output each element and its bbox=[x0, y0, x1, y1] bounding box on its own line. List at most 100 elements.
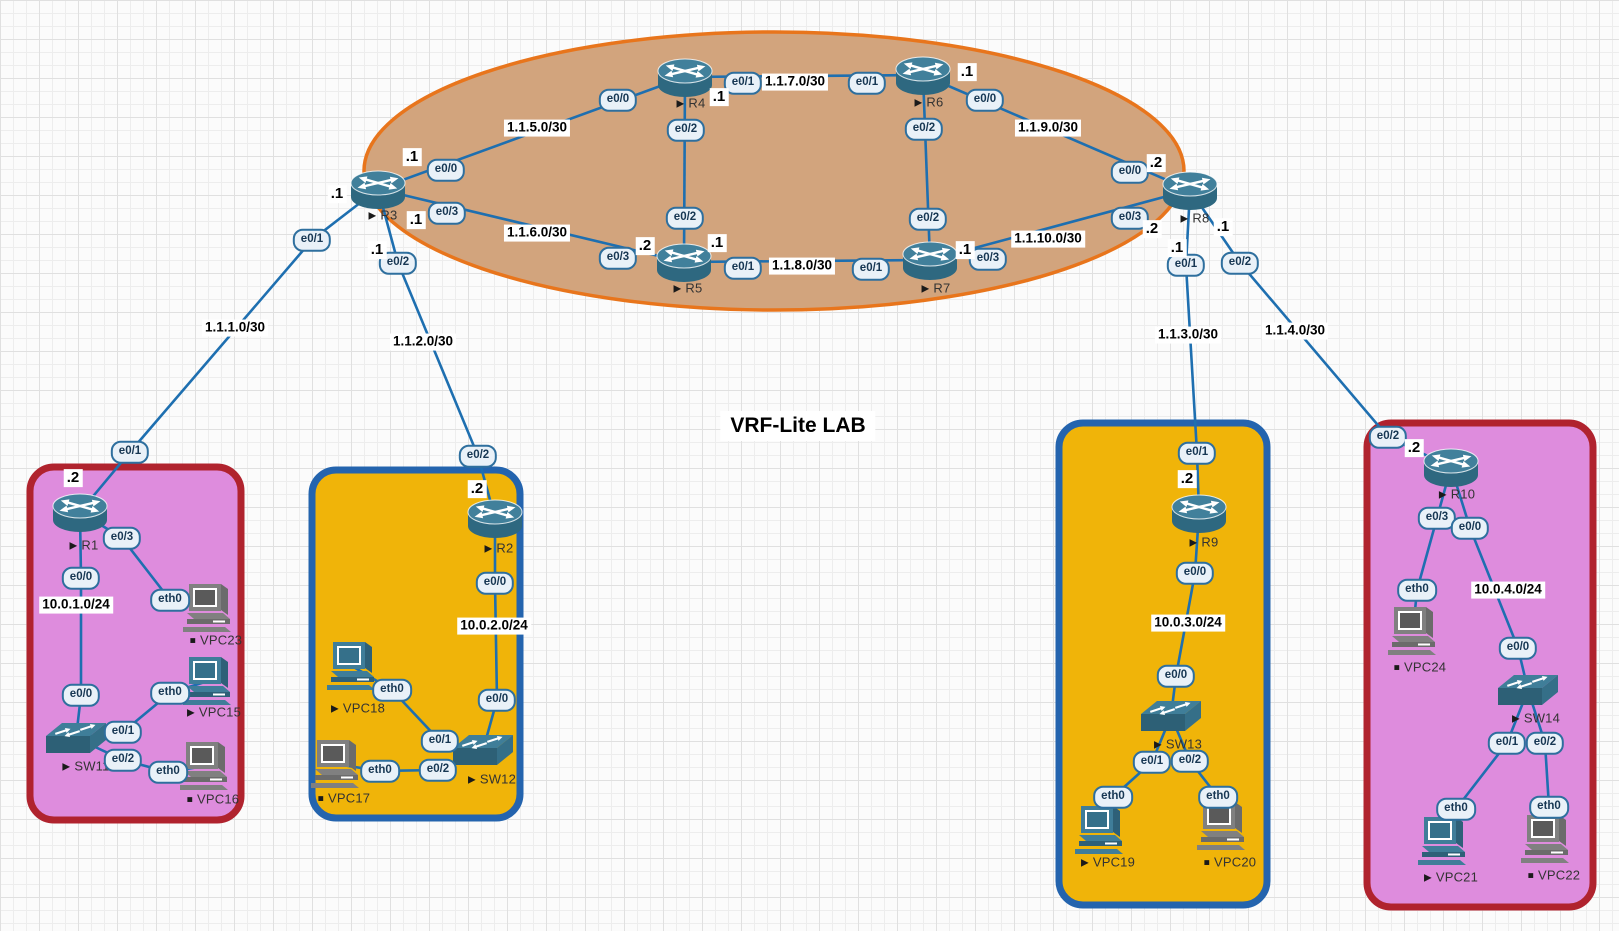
router-r1-icon[interactable] bbox=[51, 489, 109, 535]
interface-pill-e0-0: e0/0 bbox=[477, 688, 517, 712]
pc-vpc17-icon[interactable] bbox=[309, 738, 363, 790]
running-status-icon: ▶ bbox=[484, 543, 493, 555]
interface-pill-eth0: eth0 bbox=[150, 588, 190, 612]
device-label-vpc16: ■VPC16 bbox=[187, 792, 239, 807]
network-label: 10.0.4.0/24 bbox=[1471, 581, 1545, 599]
switch-sw13-icon[interactable] bbox=[1139, 697, 1203, 735]
router-r7-icon[interactable] bbox=[901, 237, 959, 283]
pc-vpc21-icon[interactable] bbox=[1416, 815, 1470, 867]
router-r5-icon[interactable] bbox=[655, 239, 713, 285]
pc-vpc19-icon[interactable] bbox=[1073, 804, 1127, 856]
device-name-text: VPC20 bbox=[1214, 854, 1257, 870]
interface-pill-e0-3: e0/3 bbox=[968, 247, 1008, 271]
device-name-text: SW13 bbox=[1165, 736, 1203, 752]
link-R2-SW12[interactable] bbox=[481, 518, 499, 751]
device-name-text: SW14 bbox=[1523, 710, 1561, 726]
router-r10-icon[interactable] bbox=[1422, 444, 1480, 490]
device-label-vpc23: ■VPC23 bbox=[190, 633, 242, 648]
running-status-icon: ▶ bbox=[330, 703, 339, 715]
device-label-r3: ▶R3 bbox=[369, 208, 398, 223]
pc-vpc24-icon[interactable] bbox=[1386, 605, 1440, 657]
device-name-text: R5 bbox=[685, 280, 703, 296]
running-status-icon: ▶ bbox=[676, 98, 685, 110]
ip-octet-label: .2 bbox=[635, 237, 655, 255]
device-label-sw14: ▶SW14 bbox=[1512, 711, 1560, 726]
link-R3-R1[interactable] bbox=[79, 187, 379, 513]
ip-octet-label: .2 bbox=[467, 480, 487, 498]
interface-pill-e0-0: e0/0 bbox=[965, 88, 1005, 112]
ip-octet-label: .2 bbox=[1146, 154, 1166, 172]
device-label-vpc21: ▶VPC21 bbox=[1424, 870, 1478, 885]
network-label: 1.1.4.0/30 bbox=[1261, 322, 1329, 340]
ip-octet-label: .1 bbox=[406, 211, 426, 229]
device-label-r10: ▶R10 bbox=[1439, 487, 1475, 502]
running-status-icon: ▶ bbox=[1180, 213, 1189, 225]
device-label-r7: ▶R7 bbox=[922, 281, 951, 296]
interface-pill-e0-1: e0/1 bbox=[420, 729, 460, 753]
pc-vpc18-icon[interactable] bbox=[325, 640, 379, 692]
router-r9-icon[interactable] bbox=[1170, 490, 1228, 536]
running-status-icon: ▶ bbox=[914, 97, 923, 109]
router-r4-icon[interactable] bbox=[656, 54, 714, 100]
router-r2-icon[interactable] bbox=[466, 495, 524, 541]
link-R8-R9[interactable] bbox=[1184, 189, 1201, 514]
device-name-text: VPC17 bbox=[328, 790, 371, 806]
link-R3-R2[interactable] bbox=[376, 188, 497, 519]
interface-pill-e0-1: e0/1 bbox=[1177, 441, 1217, 465]
ip-octet-label: .2 bbox=[1404, 439, 1424, 457]
interface-pill-e0-1: e0/1 bbox=[292, 228, 332, 252]
interface-pill-eth0: eth0 bbox=[372, 678, 412, 702]
device-name-text: R3 bbox=[380, 207, 398, 223]
pc-vpc23-icon[interactable] bbox=[181, 582, 235, 634]
router-r6-icon[interactable] bbox=[894, 52, 952, 98]
interface-pill-e0-1: e0/1 bbox=[1132, 750, 1172, 774]
ip-octet-label: .1 bbox=[1167, 239, 1187, 257]
device-label-vpc19: ▶VPC19 bbox=[1081, 855, 1135, 870]
device-name-text: R4 bbox=[688, 95, 706, 111]
interface-pill-e0-1: e0/1 bbox=[103, 720, 143, 744]
device-name-text: VPC19 bbox=[1092, 854, 1136, 870]
running-status-icon: ▶ bbox=[1511, 713, 1520, 725]
link-R1-SW11[interactable] bbox=[74, 511, 83, 739]
switch-sw14-icon[interactable] bbox=[1496, 671, 1560, 709]
device-name-text: R2 bbox=[496, 540, 514, 556]
link-R4-R5[interactable] bbox=[682, 76, 687, 263]
interface-pill-e0-2: e0/2 bbox=[1170, 749, 1210, 773]
interface-pill-e0-0: e0/0 bbox=[1498, 636, 1538, 660]
interface-pill-e0-2: e0/2 bbox=[458, 444, 498, 468]
interface-pill-e0-2: e0/2 bbox=[1525, 731, 1565, 755]
device-label-vpc17: ■VPC17 bbox=[318, 791, 370, 806]
device-label-r8: ▶R8 bbox=[1181, 211, 1210, 226]
interface-pill-e0-1: e0/1 bbox=[847, 71, 887, 95]
ip-octet-label: .1 bbox=[955, 241, 975, 259]
interface-pill-e0-3: e0/3 bbox=[427, 201, 467, 225]
device-label-r4: ▶R4 bbox=[677, 96, 706, 111]
device-name-text: R7 bbox=[933, 280, 951, 296]
ip-octet-label: .1 bbox=[709, 88, 729, 106]
pc-vpc15-icon[interactable] bbox=[181, 655, 235, 707]
site3-box bbox=[1055, 419, 1271, 909]
diagram-title: VRF-Lite LAB bbox=[720, 411, 876, 441]
switch-sw12-icon[interactable] bbox=[451, 731, 515, 769]
device-name-text: R9 bbox=[1201, 534, 1219, 550]
interface-pill-eth0: eth0 bbox=[1093, 785, 1133, 809]
site4-box bbox=[1363, 419, 1597, 911]
network-label: 10.0.3.0/24 bbox=[1151, 614, 1225, 632]
network-label: 1.1.8.0/30 bbox=[768, 257, 836, 275]
interface-pill-eth0: eth0 bbox=[148, 760, 188, 784]
pc-vpc16-icon[interactable] bbox=[178, 740, 232, 792]
stopped-status-icon: ■ bbox=[189, 635, 197, 647]
ip-octet-label: .2 bbox=[1177, 470, 1197, 488]
running-status-icon: ▶ bbox=[673, 283, 682, 295]
network-label: 1.1.2.0/30 bbox=[389, 333, 457, 351]
router-r8-icon[interactable] bbox=[1161, 167, 1219, 213]
switch-sw11-icon[interactable] bbox=[44, 719, 108, 757]
network-label: 1.1.3.0/30 bbox=[1154, 326, 1222, 344]
device-label-sw13: ▶SW13 bbox=[1154, 737, 1202, 752]
pc-vpc22-icon[interactable] bbox=[1519, 813, 1573, 865]
device-name-text: VPC23 bbox=[200, 632, 243, 648]
network-label: 1.1.6.0/30 bbox=[503, 224, 571, 242]
router-r3-icon[interactable] bbox=[349, 166, 407, 212]
